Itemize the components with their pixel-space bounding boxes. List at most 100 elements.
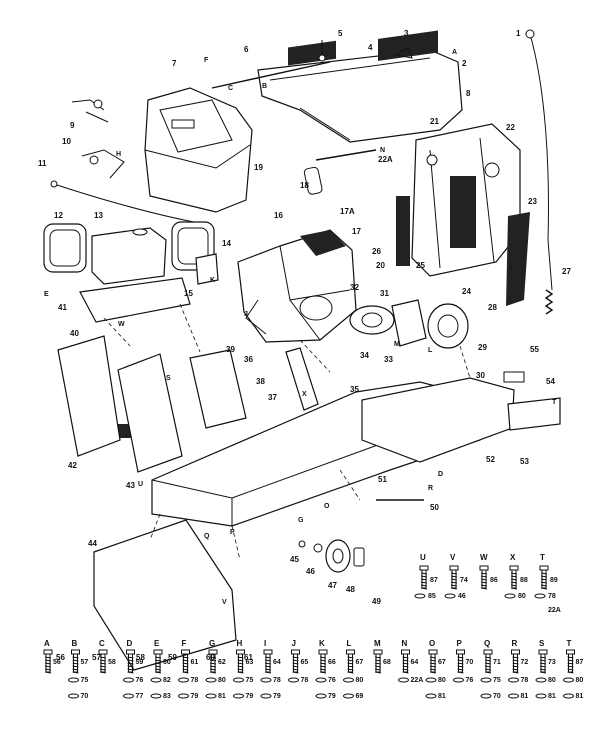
washer-icon <box>453 677 464 683</box>
washer-icon <box>68 677 79 683</box>
letter-key: O <box>324 503 330 510</box>
letter-key: T <box>552 399 557 406</box>
part-number: 15 <box>184 289 193 298</box>
coil-spring <box>544 289 554 315</box>
letter-key: I <box>510 265 512 272</box>
part-number: 21 <box>430 117 439 126</box>
hardware-number: 73 <box>548 659 556 666</box>
screw-head-icon <box>401 649 410 655</box>
hardware-number: 81 <box>521 693 529 700</box>
screw-thread-icon <box>237 654 244 674</box>
screw-thread-icon <box>154 654 162 674</box>
hardware-number: 80 <box>518 593 526 600</box>
part-number: 42 <box>68 461 77 470</box>
hardware-number: 81 <box>218 693 226 700</box>
part-number: 18 <box>300 181 309 190</box>
part-number: 40 <box>70 329 79 338</box>
washer-icon <box>178 677 189 683</box>
screw-head-icon <box>538 649 548 655</box>
letter-key: F <box>204 57 209 64</box>
coupler-rod <box>303 149 377 195</box>
screw-thread-icon <box>72 654 79 674</box>
hardware-key: N <box>402 639 408 648</box>
letter-key: M <box>394 341 400 348</box>
screw-head-icon <box>98 649 108 655</box>
headlight-left <box>43 223 87 273</box>
hardware-number: 63 <box>246 659 254 666</box>
hardware-number: 69 <box>356 693 364 700</box>
part-number: 39 <box>226 345 235 354</box>
part-number: 57 <box>92 653 101 662</box>
screw-thread-icon <box>484 654 492 674</box>
hardware-number: 75 <box>81 677 89 684</box>
hardware-key: R <box>512 639 518 648</box>
hardware-key: I <box>264 639 266 648</box>
hardware-number: 81 <box>438 693 446 700</box>
hardware-key: U <box>420 553 426 562</box>
hardware-key: S <box>539 639 545 648</box>
hardware-number: 79 <box>328 693 336 700</box>
part-number: 19 <box>254 163 263 172</box>
pulley-assembly <box>349 299 469 349</box>
screw-thread-icon <box>347 654 354 674</box>
washer-icon <box>123 693 134 699</box>
grille-shroud <box>396 123 530 306</box>
screw-thread-icon <box>402 654 409 674</box>
hardware-number: 81 <box>548 693 556 700</box>
screw-thread-icon <box>127 654 134 674</box>
screw-thread-icon <box>209 654 217 674</box>
part-number: 7 <box>172 59 177 68</box>
hardware-number: 56 <box>53 659 61 666</box>
part-number: 6 <box>244 45 249 54</box>
part-number: 36 <box>244 355 253 364</box>
letter-key: X <box>302 391 307 398</box>
part-number: 55 <box>530 345 539 354</box>
hardware-number: 66 <box>328 659 336 666</box>
washer-icon <box>150 677 162 683</box>
letter-key: D <box>438 471 443 478</box>
hardware-number: 74 <box>460 577 468 584</box>
hardware-key: P <box>457 639 463 648</box>
screw-thread-icon <box>420 570 428 590</box>
hardware-key: V <box>450 553 456 562</box>
screw-head-icon <box>263 649 273 655</box>
hardware-key: K <box>319 639 325 648</box>
throttle-cable <box>53 183 205 225</box>
screw-head-icon <box>318 649 328 655</box>
side-plate-mid <box>117 353 183 473</box>
part-number: 9 <box>70 121 75 130</box>
hardware-number: 59 <box>136 659 144 666</box>
screw-thread-icon <box>510 570 518 590</box>
screw-head-icon <box>511 649 520 655</box>
washer-icon <box>123 677 134 683</box>
hardware-number: 58 <box>108 659 116 666</box>
hardware-number: 78 <box>273 677 281 684</box>
hardware-number: 76 <box>136 677 144 684</box>
letter-key: N <box>380 147 385 154</box>
hardware-number: 76 <box>466 677 474 684</box>
letter-key: S <box>166 375 171 382</box>
part-number: 51 <box>378 475 387 484</box>
part-number: 24 <box>462 287 471 296</box>
screw-head-icon <box>291 649 300 655</box>
part-number: 43 <box>126 481 135 490</box>
hardware-number: 67 <box>438 659 446 666</box>
part-number: 35 <box>350 385 359 394</box>
hardware-number: 78 <box>301 677 309 684</box>
hardware-number: 57 <box>81 659 89 666</box>
hardware-number: 78 <box>548 593 556 600</box>
part-number: 8 <box>466 89 471 98</box>
hardware-number: 80 <box>548 677 556 684</box>
screw-head-icon <box>566 649 575 655</box>
screw-thread-icon <box>480 570 488 590</box>
hardware-number: 71 <box>493 659 501 666</box>
screw-thread-icon <box>44 654 52 674</box>
hardware-number: 64 <box>273 659 281 666</box>
rear-plate <box>507 397 561 431</box>
washer-icon <box>233 693 244 699</box>
mount-bracket <box>195 253 219 285</box>
hardware-number: 65 <box>301 659 309 666</box>
screw-thread-icon <box>99 654 107 674</box>
hardware-key: M <box>374 639 381 648</box>
part-number: 44 <box>88 539 97 548</box>
